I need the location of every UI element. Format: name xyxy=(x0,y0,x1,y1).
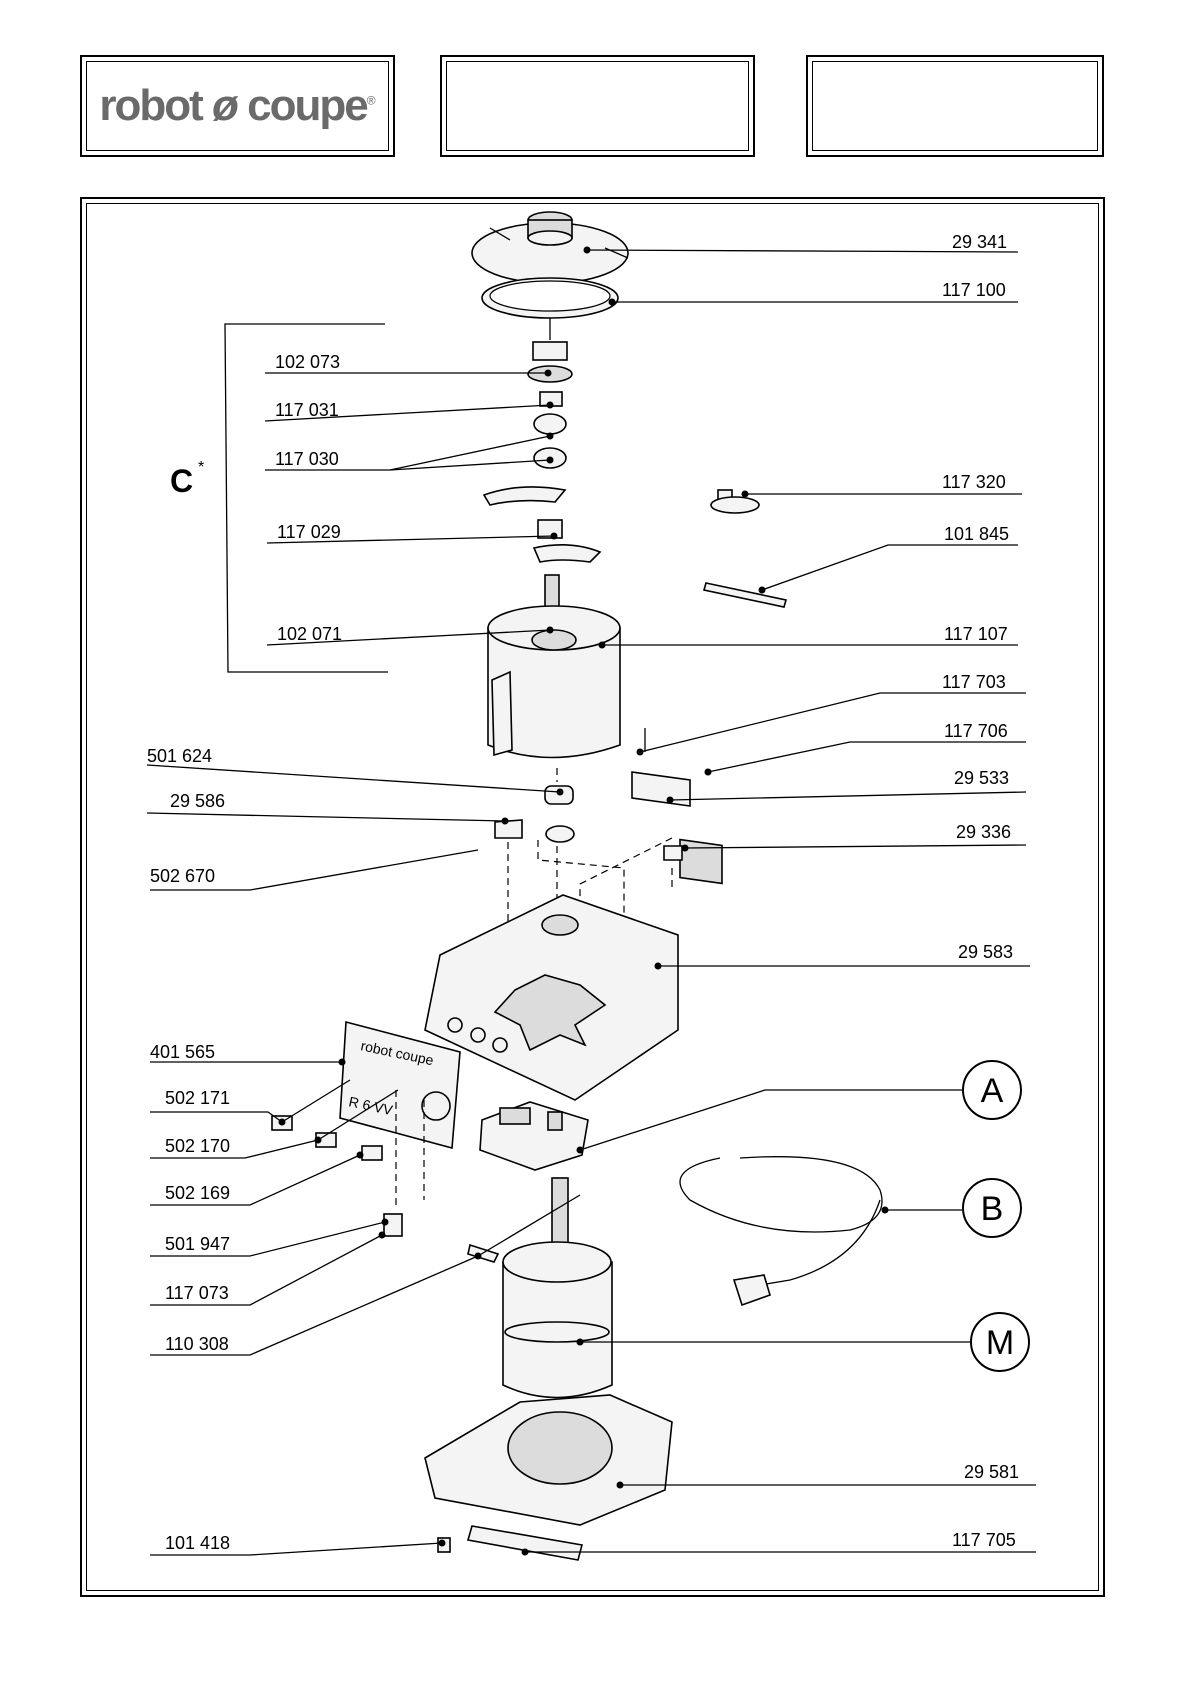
part-label-501-624: 501 624 xyxy=(147,746,212,766)
assembly-group-c: C * xyxy=(170,324,388,672)
control-panel: robot coupe R 6 VV xyxy=(340,1022,460,1148)
part-label-29-341: 29 341 xyxy=(952,232,1007,252)
base xyxy=(425,1395,672,1560)
part-label-101-418: 101 418 xyxy=(165,1533,230,1553)
part-label-502-670: 502 670 xyxy=(150,866,215,886)
spindle-rod xyxy=(704,583,786,607)
part-label-401-565: 401 565 xyxy=(150,1042,215,1062)
part-label-29-586: 29 586 xyxy=(170,791,225,811)
part-label-117-100: 117 100 xyxy=(942,280,1006,300)
part-label-102-073: 102 073 xyxy=(275,352,340,372)
part-label-29-581: 29 581 xyxy=(964,1462,1019,1482)
lid-part xyxy=(472,212,628,283)
circled-label-a-text: A xyxy=(981,1072,1004,1110)
part-label-117-030: 117 030 xyxy=(275,449,339,469)
power-cord xyxy=(680,1157,882,1305)
part-label-117-706: 117 706 xyxy=(944,721,1008,741)
part-label-29-336: 29 336 xyxy=(956,822,1011,842)
part-label-102-071: 102 071 xyxy=(277,624,342,644)
part-label-502-170: 502 170 xyxy=(165,1136,230,1156)
circled-label-b-text: B xyxy=(981,1190,1004,1228)
part-label-101-845: 101 845 xyxy=(944,524,1009,544)
circled-label-a: A xyxy=(963,1061,1021,1119)
motor-housing xyxy=(425,895,678,1100)
part-label-110-308: 110 308 xyxy=(165,1334,229,1354)
part-label-117-073: 117 073 xyxy=(165,1283,229,1303)
circled-label-b: B xyxy=(963,1179,1021,1237)
hub-stack xyxy=(484,342,600,641)
part-label-29-583: 29 583 xyxy=(958,942,1013,962)
circuit-board xyxy=(480,1102,588,1170)
assembly-group-sup: * xyxy=(198,459,204,476)
motor xyxy=(468,1178,612,1398)
circled-label-m: M xyxy=(971,1313,1029,1371)
part-label-502-169: 502 169 xyxy=(165,1183,230,1203)
circled-label-m-text: M xyxy=(986,1324,1014,1362)
bowl xyxy=(488,606,620,758)
assembly-group-label: C xyxy=(170,463,193,499)
part-label-117-320: 117 320 xyxy=(942,472,1006,492)
part-label-117-107: 117 107 xyxy=(944,624,1008,644)
part-label-501-947: 501 947 xyxy=(165,1234,230,1254)
part-label-117-703: 117 703 xyxy=(942,672,1006,692)
assembly-bracket xyxy=(225,324,388,672)
lid-seal-ring xyxy=(482,278,618,318)
part-label-117-029: 117 029 xyxy=(277,522,341,542)
part-label-117-705: 117 705 xyxy=(952,1530,1016,1550)
part-label-117-031: 117 031 xyxy=(275,400,339,420)
part-label-502-171: 502 171 xyxy=(165,1088,230,1108)
part-label-29-533: 29 533 xyxy=(954,768,1009,788)
